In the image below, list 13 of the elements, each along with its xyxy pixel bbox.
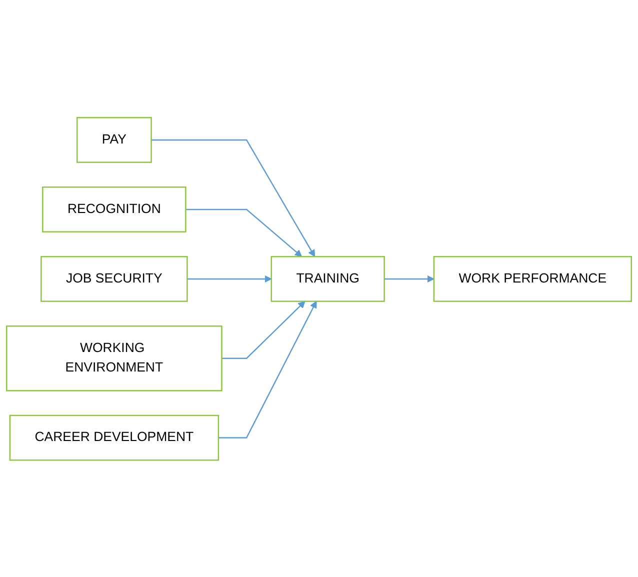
node-box: [76, 116, 152, 163]
node-box: [9, 414, 220, 460]
node-box: [40, 256, 188, 302]
node-box: [433, 256, 632, 302]
arrow: [151, 138, 316, 257]
node-box: [270, 256, 385, 302]
arrow: [187, 274, 272, 282]
node-box: [6, 325, 222, 391]
arrow: [384, 274, 434, 282]
arrow: [186, 208, 302, 257]
arrow: [218, 300, 317, 438]
node-box: [42, 186, 186, 232]
arrow: [222, 300, 306, 359]
